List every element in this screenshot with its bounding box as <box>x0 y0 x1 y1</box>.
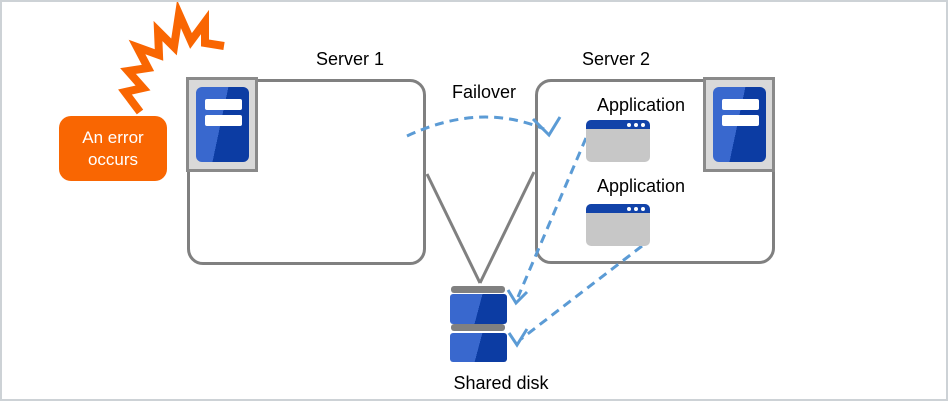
error-badge-label: An error occurs <box>82 127 144 169</box>
access-arrow-app2-disk <box>507 244 643 348</box>
server2-icon <box>703 77 775 172</box>
shared-disk-label: Shared disk <box>453 373 549 393</box>
app-window-icon <box>586 120 650 162</box>
server1-icon <box>186 77 258 172</box>
error-badge: An error occurs <box>59 116 167 181</box>
connector-server1-disk <box>425 173 482 284</box>
connector-server2-disk <box>478 171 536 284</box>
app-window-icon <box>586 204 650 246</box>
failover-label: Failover <box>451 82 517 102</box>
server2-label: Server 2 <box>581 49 651 69</box>
access-arrow-app1-disk <box>506 137 588 306</box>
application2-label: Application <box>596 176 686 196</box>
application1-label: Application <box>596 95 686 115</box>
server-tower-icon <box>713 87 766 162</box>
server1-label: Server 1 <box>315 49 385 69</box>
failover-arrow <box>406 115 562 138</box>
shared-disk-icon <box>450 286 507 362</box>
server-tower-icon <box>196 87 249 162</box>
error-burst-icon <box>118 2 225 115</box>
